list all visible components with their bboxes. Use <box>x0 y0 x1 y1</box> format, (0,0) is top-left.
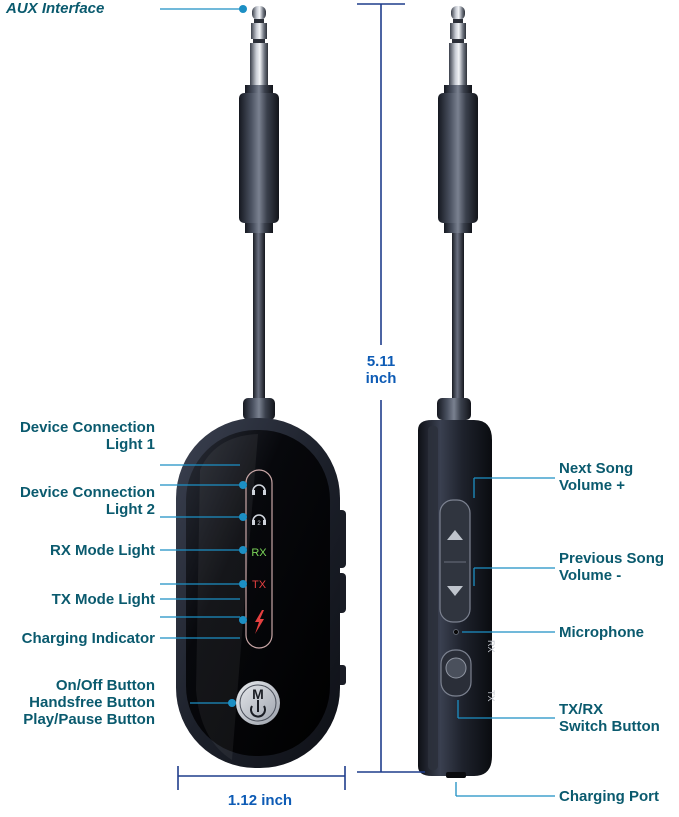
device-light-1-label: Device Connection Light 1 <box>20 419 155 453</box>
side-cable <box>452 233 464 400</box>
charging-port-label: Charging Port <box>559 788 659 805</box>
previous-song-line-1: Previous Song <box>559 550 665 567</box>
aux-interface-label: AUX Interface <box>6 0 105 17</box>
height-dimension <box>357 3 425 773</box>
leader-lines <box>160 8 555 797</box>
rx-panel-label: RX <box>251 547 267 559</box>
volume-rocker[interactable] <box>439 499 471 623</box>
previous-song-line-2: Volume - <box>559 567 622 584</box>
side-device: RX TX <box>418 6 496 778</box>
device-light-1-line-1: Device Connection <box>19 419 155 436</box>
power-icon <box>250 700 266 718</box>
multi-button-line-2: Handsfree Button <box>29 694 155 711</box>
side-rx-label: RX <box>486 640 496 653</box>
side-strain-relief <box>437 398 471 420</box>
multi-button-line-1: On/Off Button <box>55 677 155 694</box>
headphone-2-icon: 2 <box>252 514 266 527</box>
front-cable <box>253 233 265 400</box>
device-light-2-line-2: Light 2 <box>105 501 155 518</box>
front-aux-plug <box>239 6 279 233</box>
front-device: 2 RX TX M <box>176 6 346 768</box>
txrx-switch-line-2: Switch Button <box>559 718 660 735</box>
triangle-up-icon <box>447 530 463 540</box>
multi-function-button[interactable]: M <box>236 681 280 725</box>
microphone-label: Microphone <box>559 624 644 641</box>
front-glass-panel <box>186 430 330 756</box>
width-dimension-label: 1.12 inch <box>227 792 293 809</box>
microphone-hole <box>453 629 459 635</box>
triangle-down-icon <box>447 586 463 596</box>
device-light-2-line-1: Device Connection <box>19 484 155 501</box>
front-strain-relief <box>243 398 275 420</box>
width-dimension <box>177 766 346 790</box>
svg-text:2: 2 <box>257 521 261 527</box>
device-light-1-line-2: Light 1 <box>105 436 155 453</box>
leader-dots <box>228 5 247 707</box>
button-letter: M <box>252 686 264 702</box>
side-tx-label: TX <box>486 690 496 702</box>
indicator-strip <box>245 469 273 649</box>
multi-button-label: On/Off Button Handsfree Button Play/Paus… <box>23 677 155 728</box>
headphone-1-icon <box>252 484 266 495</box>
lightning-icon <box>255 610 264 634</box>
txrx-switch-label: TX/RX Switch Button <box>559 701 660 735</box>
height-value: 5.11 <box>366 353 396 370</box>
height-dimension-label: 5.11 inch <box>350 353 412 387</box>
next-song-line-1: Next Song <box>559 460 634 477</box>
height-unit: inch <box>365 370 397 387</box>
charging-indicator-label: Charging Indicator <box>21 630 155 647</box>
charging-port-slot <box>446 772 466 778</box>
rx-mode-light-label: RX Mode Light <box>50 542 155 559</box>
multi-button-line-3: Play/Pause Button <box>23 711 155 728</box>
tx-panel-label: TX <box>252 579 267 591</box>
previous-song-label: Previous Song Volume - <box>559 550 664 584</box>
txrx-switch-line-1: TX/RX <box>559 701 604 718</box>
next-song-line-2: Volume + <box>559 477 625 494</box>
device-light-2-label: Device Connection Light 2 <box>20 484 155 518</box>
next-song-label: Next Song Volume + <box>559 460 633 494</box>
side-aux-plug <box>438 6 478 233</box>
tx-mode-light-label: TX Mode Light <box>51 591 155 608</box>
